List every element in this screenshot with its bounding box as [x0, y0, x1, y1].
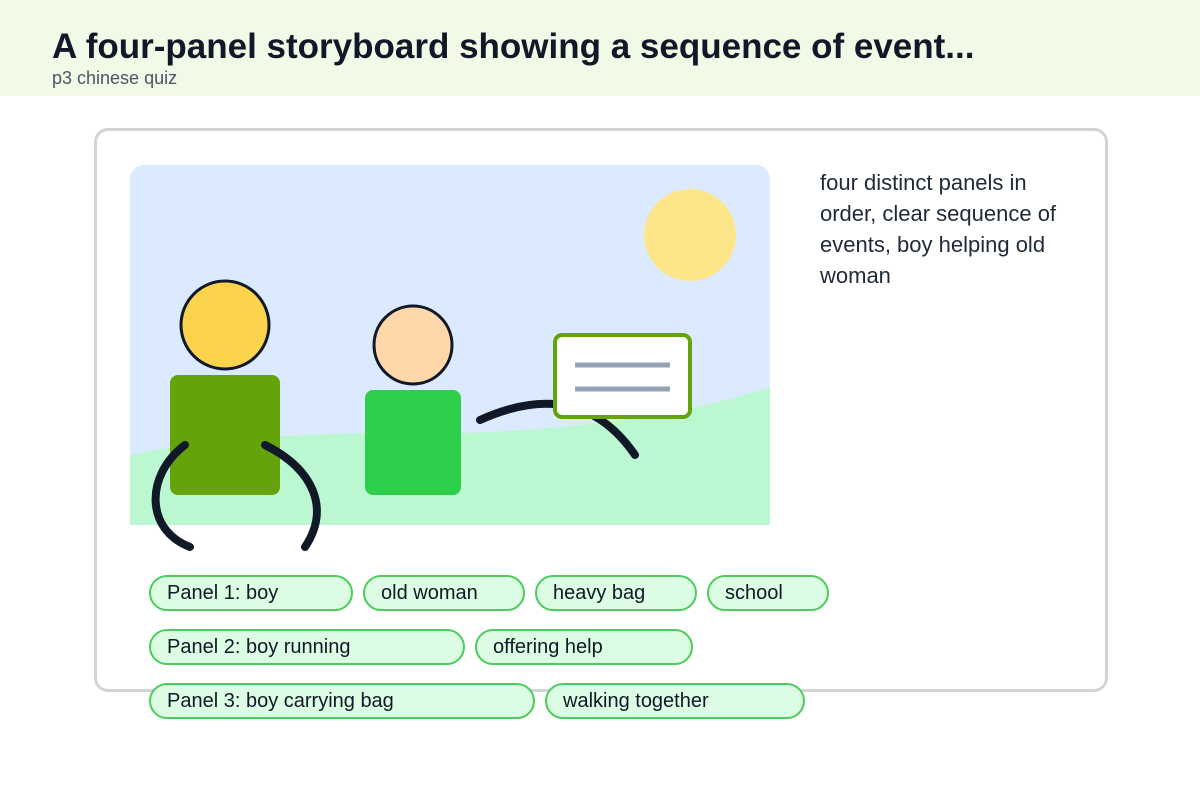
- boy-figure: [151, 279, 321, 551]
- boy-left-arm: [151, 441, 194, 551]
- page-title: A four-panel storyboard showing a sequen…: [52, 27, 975, 66]
- tag-panel-3-boy-carrying-bag[interactable]: Panel 3: boy carrying bag: [149, 683, 535, 719]
- boy-body: [170, 375, 280, 495]
- old-woman-body: [365, 390, 461, 495]
- old-woman-figure: [365, 304, 461, 495]
- page-subtitle: p3 chinese quiz: [52, 68, 178, 88]
- tag-old-woman[interactable]: old woman: [363, 575, 525, 611]
- bag-box: [553, 333, 692, 419]
- sun: [644, 189, 736, 281]
- storyboard-illustration: [130, 165, 770, 551]
- tag-offering-help[interactable]: offering help: [475, 629, 693, 665]
- tag-panel-1-boy[interactable]: Panel 1: boy: [149, 575, 353, 611]
- tag-walking-together[interactable]: walking together: [545, 683, 805, 719]
- heavy-bag: [553, 333, 692, 419]
- tag-heavy-bag[interactable]: heavy bag: [535, 575, 697, 611]
- old-woman-head: [372, 304, 454, 386]
- tag-panel-2-boy-running[interactable]: Panel 2: boy running: [149, 629, 465, 665]
- panel-description: four distinct panels in order, clear seq…: [820, 170, 1057, 288]
- tag-school[interactable]: school: [707, 575, 829, 611]
- boy-head: [179, 279, 271, 371]
- boy-right-arm: [261, 441, 321, 551]
- header-bar: A four-panel storyboard showing a sequen…: [0, 0, 1200, 96]
